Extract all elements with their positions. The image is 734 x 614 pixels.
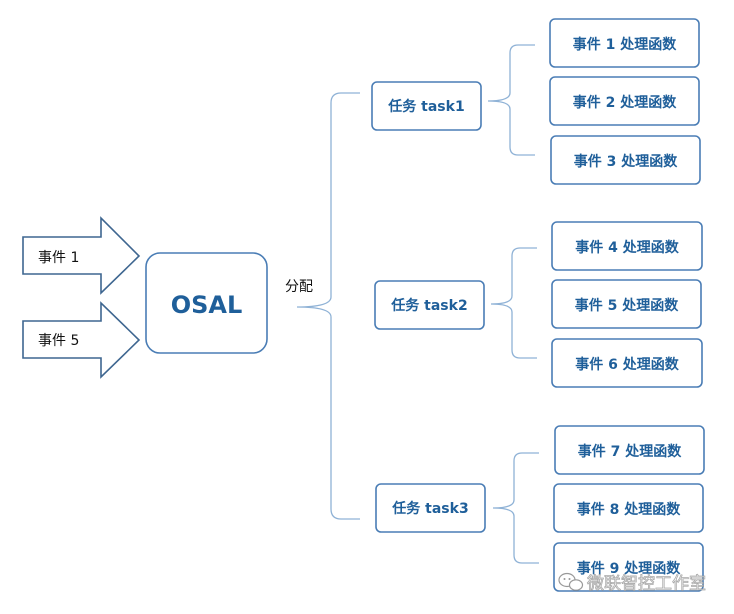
task-label-2: 任务 task2 <box>390 297 467 314</box>
handler-box-3 <box>550 135 701 185</box>
task-box-3 <box>375 483 486 533</box>
handler-box-2 <box>549 76 700 126</box>
task-label-1: 任务 task1 <box>387 98 464 115</box>
main-brace <box>296 92 360 520</box>
handler-label-5: 事件 5 处理函数 <box>575 297 679 314</box>
handler-label-6: 事件 6 处理函数 <box>575 356 679 373</box>
handler-box-1 <box>549 18 700 68</box>
event-label-1: 事件 1 <box>38 250 79 266</box>
handler-label-2: 事件 2 处理函数 <box>573 94 677 111</box>
task-brace-3 <box>492 452 539 564</box>
event-arrow-5: 事件 5 <box>22 301 141 379</box>
event-label-5: 事件 5 <box>38 333 79 349</box>
handler-label-8: 事件 8 处理函数 <box>577 501 681 518</box>
event-arrow-1: 事件 1 <box>22 216 141 295</box>
handler-label-4: 事件 4 处理函数 <box>575 239 679 256</box>
wechat-icon <box>558 572 584 591</box>
handler-label-7: 事件 7 处理函数 <box>578 443 682 460</box>
osal-box: OSAL <box>145 252 268 354</box>
handler-label-9: 事件 9 处理函数 <box>577 560 681 577</box>
task-box-1 <box>371 81 482 131</box>
task-label-3: 任务 task3 <box>391 500 468 517</box>
task-box-2 <box>374 280 485 330</box>
watermark: 微联智控工作室 <box>558 572 706 594</box>
task-group-3: 任务 task3 事件 7 处理函数 事件 8 处理函数 事件 9 处理函数 <box>375 425 705 592</box>
handler-box-7 <box>554 425 705 475</box>
task-group-1: 任务 task1 事件 1 处理函数 事件 2 处理函数 事件 3 处理函数 <box>371 18 701 185</box>
handler-label-1: 事件 1 处理函数 <box>573 36 677 53</box>
dispatch-label: 分配 <box>285 279 313 295</box>
handler-box-6 <box>551 338 703 388</box>
handler-label-3: 事件 3 处理函数 <box>574 153 678 170</box>
task-group-2: 任务 task2 事件 4 处理函数 事件 5 处理函数 事件 6 处理函数 <box>374 221 703 388</box>
handler-box-9 <box>553 542 704 592</box>
handler-box-8 <box>553 483 704 533</box>
handler-box-4 <box>551 221 703 271</box>
task-brace-1 <box>487 44 535 156</box>
watermark-text: 微联智控工作室 <box>587 574 706 594</box>
handler-box-5 <box>551 279 702 329</box>
osal-label: OSAL <box>171 291 243 319</box>
task-brace-2 <box>490 247 537 359</box>
